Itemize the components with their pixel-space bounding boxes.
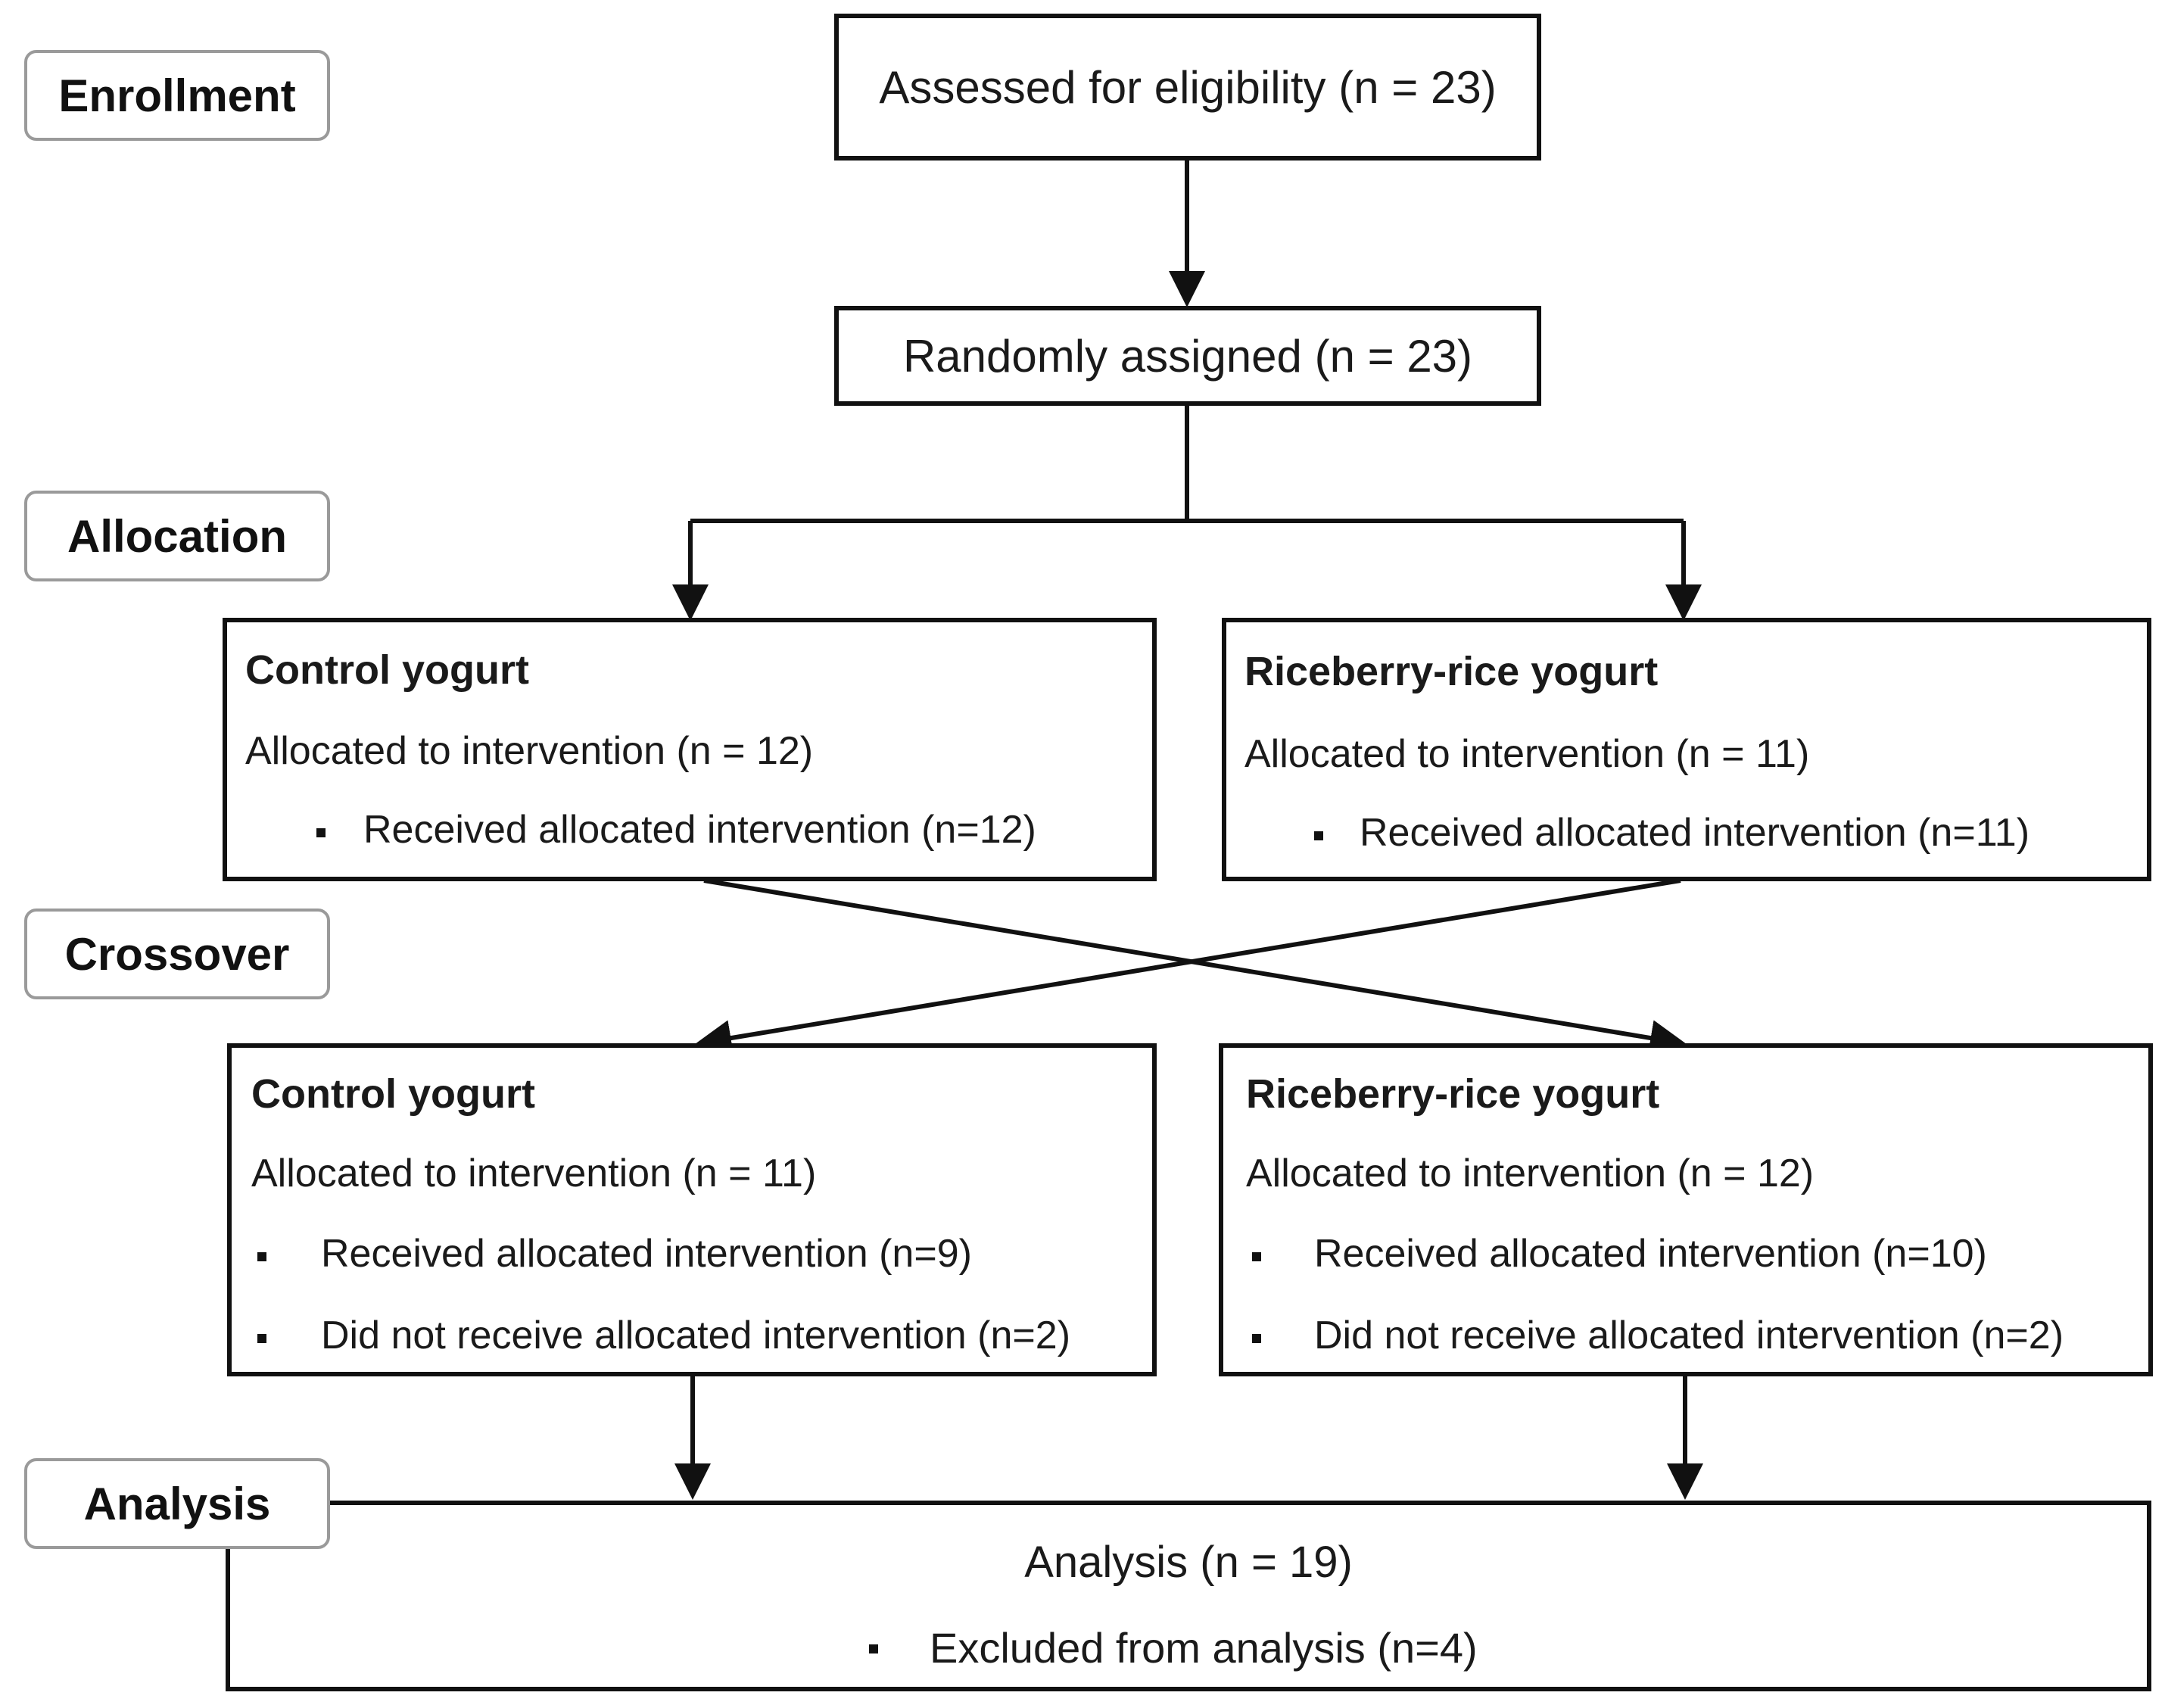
period2-riceberry-allocated: Allocated to intervention (n = 12) — [1246, 1152, 1815, 1195]
analysis-excluded: Excluded from analysis (n=4) — [930, 1624, 1478, 1672]
assessed-box: Assessed for eligibility (n = 23) — [834, 14, 1541, 161]
period1-control-allocated: Allocated to intervention (n = 12) — [245, 729, 814, 773]
bullet-icon — [1252, 1334, 1261, 1343]
stage-crossover: Crossover — [24, 909, 330, 999]
period2-control-title: Control yogurt — [251, 1071, 535, 1117]
bullet-icon — [1252, 1252, 1261, 1261]
stage-enrollment: Enrollment — [24, 50, 330, 141]
period1-riceberry-box: Riceberry-rice yogurt Allocated to inter… — [1222, 618, 2151, 881]
randomized-box: Randomly assigned (n = 23) — [834, 306, 1541, 406]
stage-analysis-label: Analysis — [83, 1478, 271, 1529]
arrow-crossover-riceberry-to-control — [695, 878, 1681, 1056]
period1-riceberry-allocated: Allocated to intervention (n = 11) — [1244, 732, 1810, 776]
period2-control-allocated: Allocated to intervention (n = 11) — [251, 1152, 817, 1195]
bullet-icon — [869, 1644, 878, 1653]
bullet-icon — [257, 1334, 266, 1343]
period2-riceberry-box: Riceberry-rice yogurt Allocated to inter… — [1219, 1043, 2153, 1376]
period1-control-received: Received allocated intervention (n=12) — [363, 808, 1036, 852]
analysis-box: Analysis (n = 19) Excluded from analysis… — [226, 1501, 2151, 1691]
period2-riceberry-not-received: Did not receive allocated intervention (… — [1314, 1314, 2064, 1357]
stage-crossover-label: Crossover — [64, 928, 290, 980]
period2-riceberry-received: Received allocated intervention (n=10) — [1314, 1232, 1987, 1276]
period1-control-title: Control yogurt — [245, 647, 529, 693]
stage-analysis: Analysis — [24, 1458, 330, 1549]
assessed-text: Assessed for eligibility (n = 23) — [879, 61, 1497, 113]
period1-riceberry-received: Received allocated intervention (n=11) — [1360, 811, 2030, 855]
period2-riceberry-title: Riceberry-rice yogurt — [1246, 1071, 1660, 1117]
period1-control-box: Control yogurt Allocated to intervention… — [223, 618, 1157, 881]
analysis-main: Analysis (n = 19) — [1024, 1538, 1353, 1587]
period2-control-not-received: Did not receive allocated intervention (… — [321, 1314, 1071, 1357]
stage-allocation-label: Allocation — [67, 510, 287, 562]
bullet-icon — [1314, 831, 1323, 840]
bullet-icon — [316, 828, 326, 837]
period2-control-box: Control yogurt Allocated to intervention… — [227, 1043, 1157, 1376]
period2-control-received: Received allocated intervention (n=9) — [321, 1232, 972, 1276]
stage-enrollment-label: Enrollment — [58, 70, 296, 121]
randomized-text: Randomly assigned (n = 23) — [902, 330, 1473, 382]
stage-allocation: Allocation — [24, 491, 330, 581]
period1-riceberry-title: Riceberry-rice yogurt — [1244, 649, 1659, 694]
bullet-icon — [257, 1252, 266, 1261]
